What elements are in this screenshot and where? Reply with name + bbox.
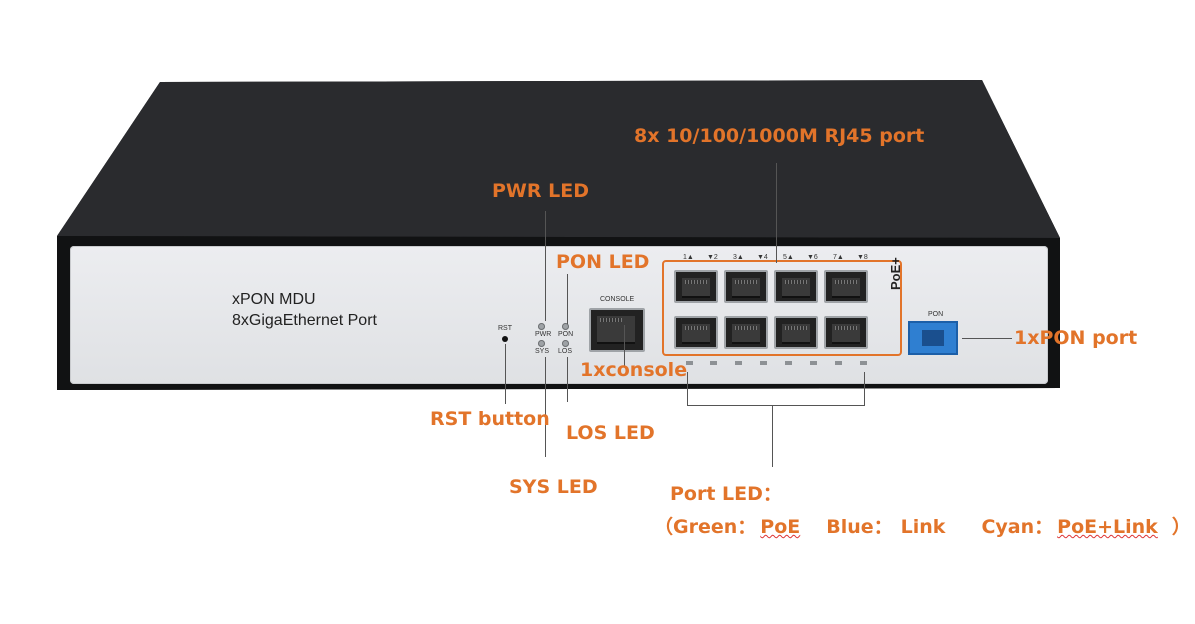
port-led-3: [735, 361, 742, 365]
port-number-5: 5▲: [783, 254, 794, 261]
pon-led-leader-line: [567, 274, 568, 324]
port-number-3: 3▲: [733, 254, 744, 261]
legend-cyan-value: PoE+Link: [1057, 516, 1158, 538]
port-led-leader-line: [772, 405, 773, 467]
sys-led-label: SYS: [535, 348, 550, 355]
pon-port-annotation: 1xPON port: [1014, 327, 1138, 349]
rst-button[interactable]: [502, 336, 508, 342]
los-led-annotation: LOS LED: [566, 422, 655, 444]
console-annotation: 1xconsole: [580, 359, 688, 381]
rj45-port-1[interactable]: [674, 270, 718, 303]
pon-port-label: PON: [928, 311, 944, 318]
pwr-led: [538, 323, 545, 330]
rj45-port-4[interactable]: [724, 316, 768, 349]
pwr-led-annotation: PWR LED: [492, 180, 589, 202]
port-number-8: ▼8: [857, 254, 868, 261]
pwr-led-label: PWR: [535, 331, 552, 338]
los-led-leader-line: [567, 357, 568, 402]
port-number-4: ▼4: [757, 254, 768, 261]
rj45-port-7[interactable]: [824, 270, 868, 303]
sys-led-annotation: SYS LED: [509, 476, 598, 498]
model-description: 8xGigaEthernet Port: [232, 312, 377, 329]
port-led-2: [710, 361, 717, 365]
pon-led: [562, 323, 569, 330]
rj45-port-2[interactable]: [674, 316, 718, 349]
port-number-2: ▼2: [707, 254, 718, 261]
port-led-legend: （Green：PoE Blue： Link Cyan：PoE+Link ）: [654, 512, 1191, 539]
port-led-annotation: Port LED：: [670, 483, 782, 505]
console-port[interactable]: [589, 308, 645, 352]
port-led-6: [810, 361, 817, 365]
rst-annotation: RST button: [430, 408, 550, 430]
legend-green-label: （Green：: [654, 516, 757, 538]
console-leader-line: [624, 325, 625, 367]
port-led-4: [760, 361, 767, 365]
port-led-bracket: [687, 372, 865, 406]
port-number-6: ▼6: [807, 254, 818, 261]
sys-led: [538, 340, 545, 347]
rj45-port-3[interactable]: [724, 270, 768, 303]
pon-port[interactable]: [908, 321, 958, 355]
legend-blue-value: Link: [900, 516, 946, 538]
los-led: [562, 340, 569, 347]
rj45-port-8[interactable]: [824, 316, 868, 349]
rj45-leader-line: [776, 163, 777, 263]
port-led-7: [835, 361, 842, 365]
los-led-label: LOS: [558, 348, 573, 355]
legend-green-value: PoE: [760, 516, 801, 538]
legend-cyan-label: Cyan：: [981, 516, 1054, 538]
rst-label: RST: [498, 325, 512, 332]
model-name: xPON MDU: [232, 291, 316, 308]
port-led-8: [860, 361, 867, 365]
rst-leader-line: [505, 344, 506, 404]
pon-led-label: PON: [558, 331, 574, 338]
rj45-port-6[interactable]: [774, 316, 818, 349]
rj45-port-group: [662, 260, 902, 356]
port-number-1: 1▲: [683, 254, 694, 261]
poe-label: PoE+: [888, 257, 903, 290]
pon-port-leader-line: [962, 338, 1012, 339]
rj45-port-5[interactable]: [774, 270, 818, 303]
pon-led-annotation: PON LED: [556, 251, 650, 273]
pwr-led-leader-line: [545, 211, 546, 321]
port-number-7: 7▲: [833, 254, 844, 261]
port-led-5: [785, 361, 792, 365]
sys-led-leader-line: [545, 357, 546, 457]
front-panel: [70, 246, 1048, 384]
rj45-annotation: 8x 10/100/1000M RJ45 port: [634, 125, 925, 147]
console-label: CONSOLE: [600, 296, 635, 303]
legend-blue-label: Blue：: [826, 516, 893, 538]
legend-close: ）: [1171, 516, 1191, 538]
port-led-1: [686, 361, 693, 365]
